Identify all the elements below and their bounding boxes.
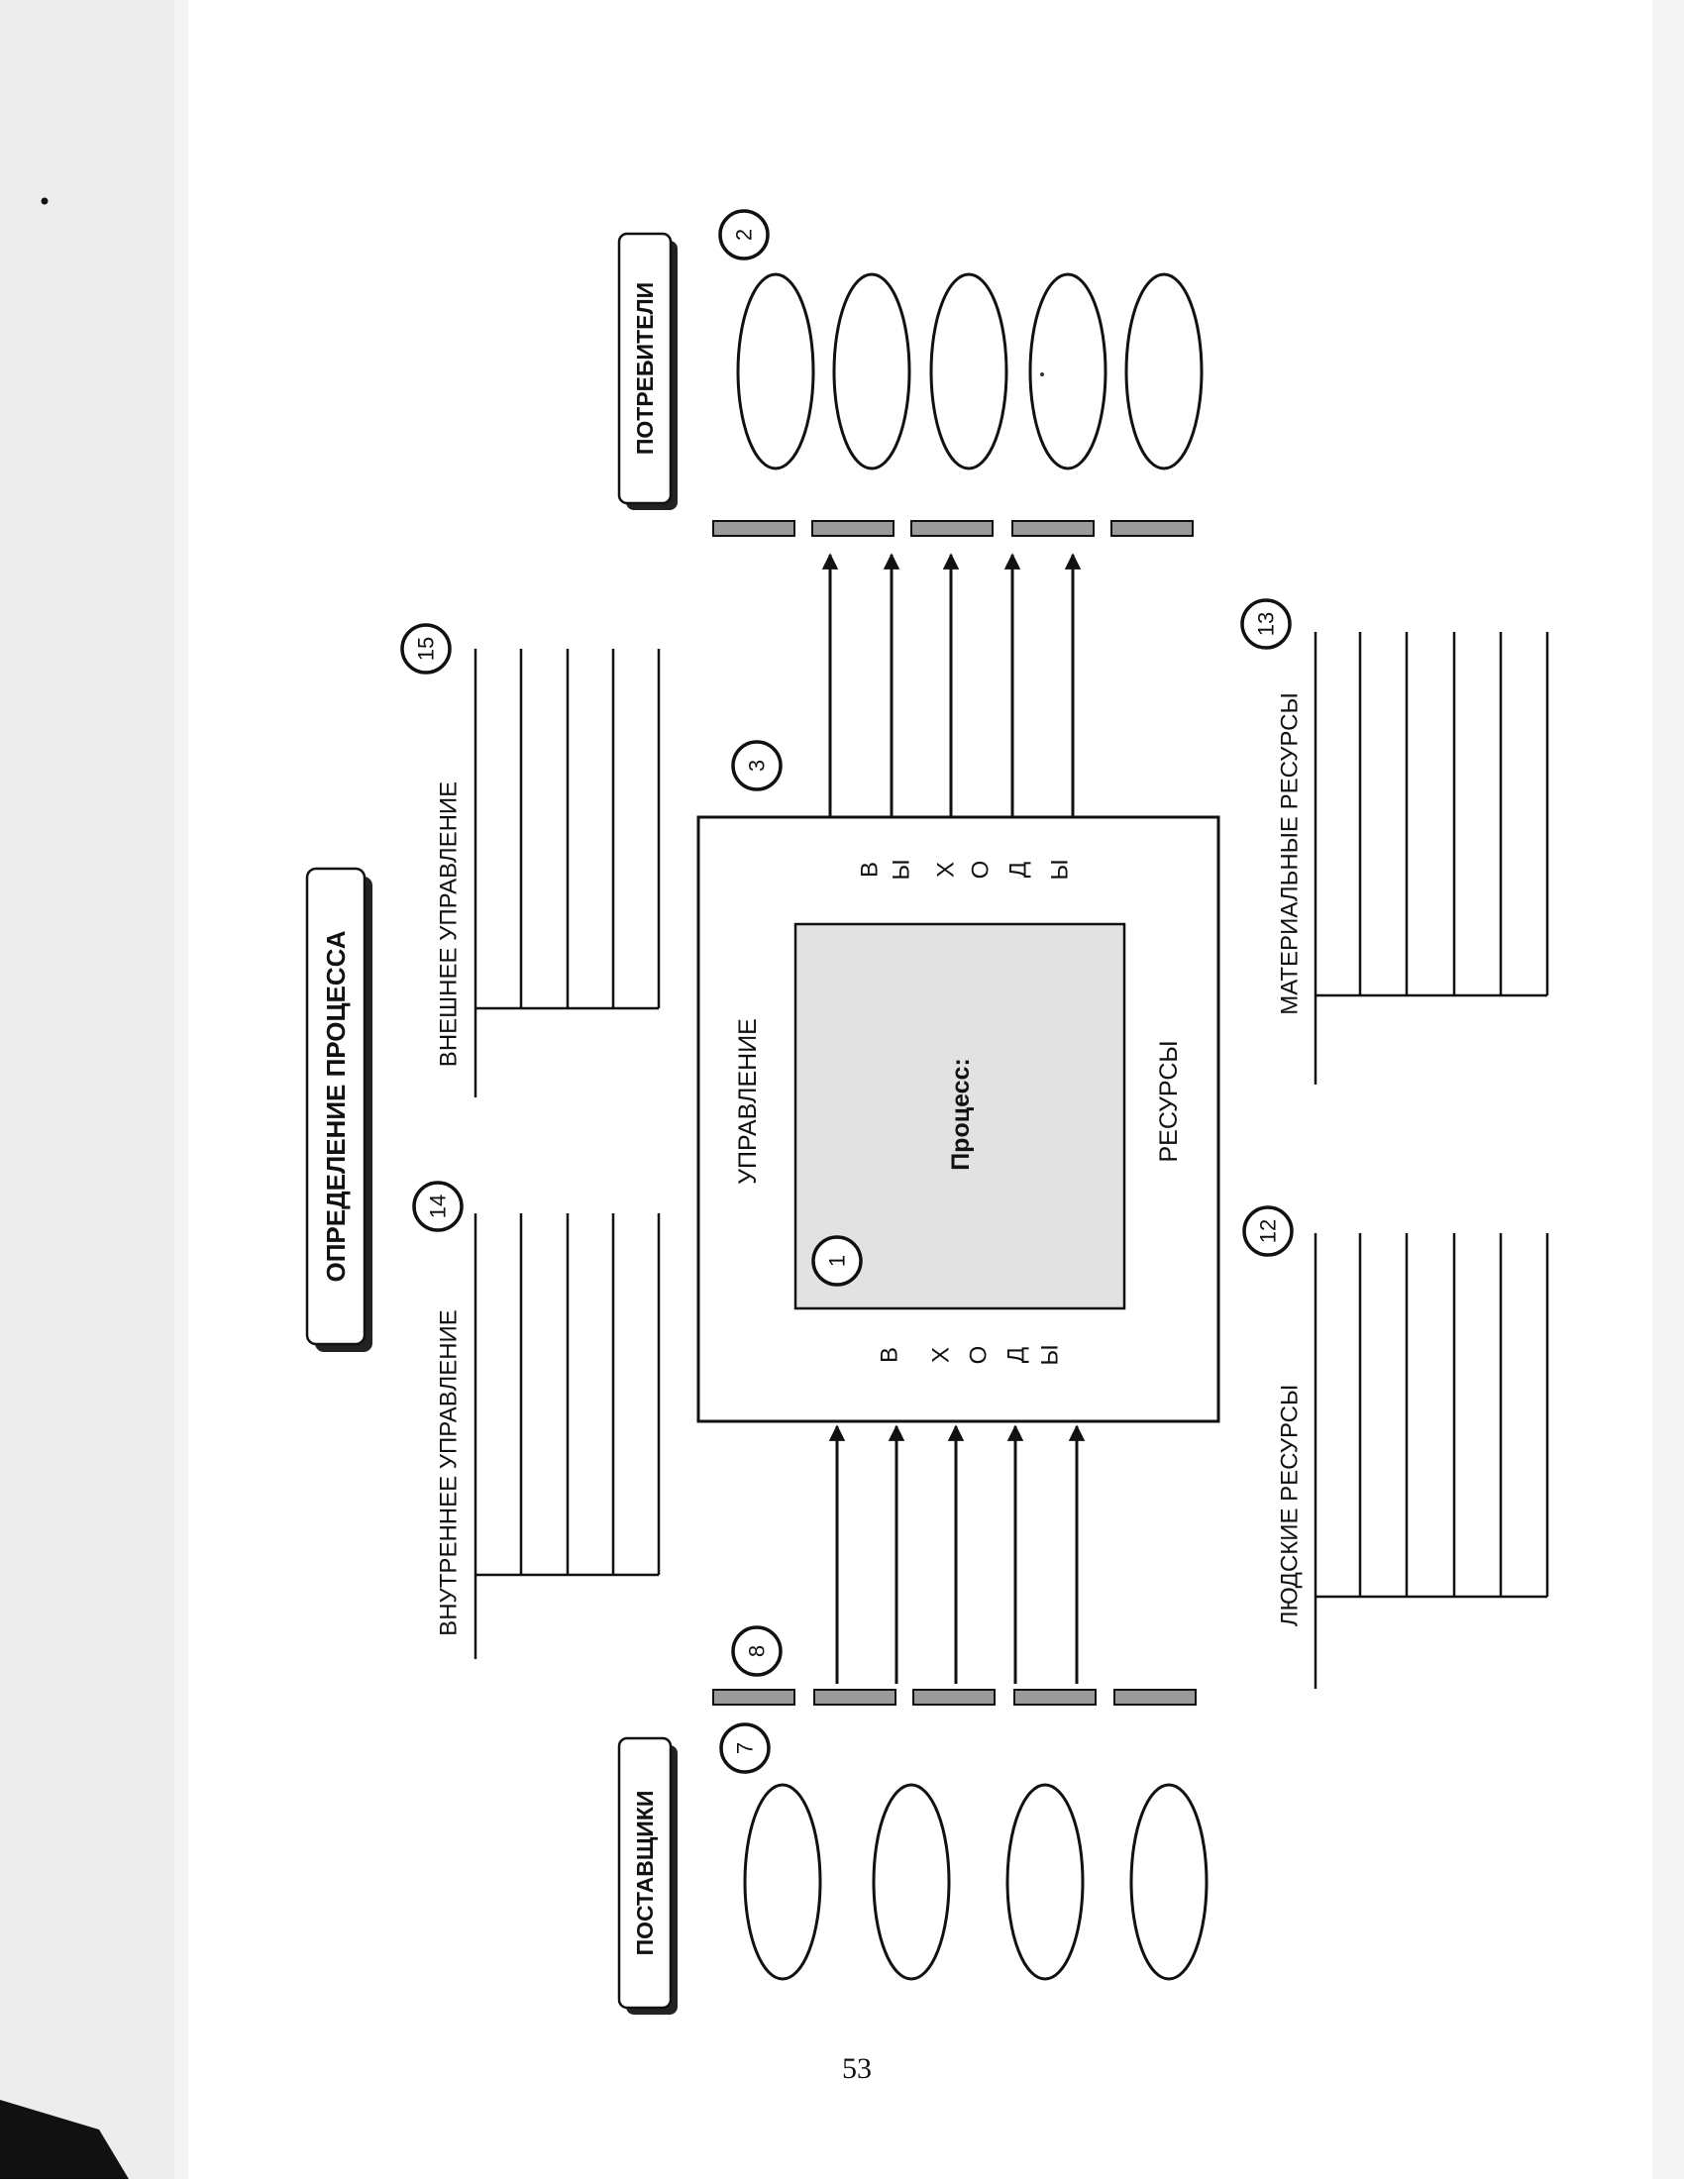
inputs-letter: Ы (1037, 1344, 1064, 1365)
process-label: Процесс: (947, 1058, 975, 1171)
title-frame (305, 867, 367, 1346)
suppliers-frame (617, 1736, 673, 2010)
outputs-letter: Х (933, 862, 960, 878)
internal-control-area: ВНУТРЕННЕЕ УПРАВЛЕНИЕ (436, 1213, 661, 1659)
outputs-letter: Д (1005, 862, 1032, 878)
marker-circle (811, 1235, 863, 1287)
marker-circle (1240, 598, 1292, 650)
marker-number: 14 (426, 1195, 451, 1218)
material-resources-label: МАТЕРИАЛЬНЫЕ РЕСУРСЫ (1277, 692, 1304, 1014)
consumers-label: ПОТРЕБИТЕЛИ (632, 282, 658, 455)
marker-14: 14 (412, 1181, 464, 1232)
input-bars (712, 1689, 1197, 1706)
diagram-title: ОПРЕДЕЛЕНИЕ ПРОЦЕССА (321, 930, 351, 1282)
number-markers: 2 15 3 13 14 1 12 8 (400, 209, 1294, 1774)
marker-number: 15 (414, 637, 439, 661)
input-bar (912, 1689, 996, 1706)
marker-circle (412, 1181, 464, 1232)
inputs-letter: О (966, 1346, 993, 1365)
marker-number: 7 (733, 1742, 758, 1754)
consumer-oval (929, 272, 1008, 470)
marker-12: 12 (1242, 1205, 1294, 1257)
internal-control-lines (474, 1213, 661, 1659)
consumer-oval (1028, 272, 1107, 470)
material-resources-area: МАТЕРИАЛЬНЫЕ РЕСУРСЫ (1277, 632, 1549, 1085)
internal-control-label: ВНУТРЕННЕЕ УПРАВЛЕНИЕ (436, 1309, 463, 1636)
scan-speck (41, 197, 49, 205)
control-label: УПРАВЛЕНИЕ (734, 1018, 762, 1185)
resources-label: РЕСУРСЫ (1155, 1040, 1183, 1162)
scan-left-shade-inner (0, 0, 174, 2179)
page-number: 53 (842, 2052, 872, 2085)
output-bar (811, 520, 895, 537)
human-resources-lines (1314, 1233, 1549, 1689)
consumers-frame (617, 232, 673, 505)
scan-corner-shadow (0, 2100, 129, 2179)
supplier-oval (743, 1783, 822, 1981)
marker-number: 1 (825, 1255, 850, 1267)
consumer-oval (1124, 272, 1204, 470)
output-bar (712, 520, 795, 537)
marker-circle (719, 1722, 771, 1774)
inputs-letter: Х (928, 1347, 955, 1363)
input-bar (1013, 1689, 1097, 1706)
supplier-oval (872, 1783, 951, 1981)
marker-number: 12 (1256, 1219, 1281, 1243)
marker-8: 8 (731, 1625, 783, 1677)
consumer-ovals (736, 272, 1204, 470)
marker-15: 15 (400, 623, 452, 675)
input-bar (1113, 1689, 1197, 1706)
marker-1: 1 (811, 1235, 863, 1287)
output-bar (910, 520, 994, 537)
human-resources-label: ЛЮДСКИЕ РЕСУРСЫ (1277, 1385, 1304, 1627)
outputs-letter: В (857, 862, 884, 878)
marker-circle (400, 623, 452, 675)
supplier-oval (1129, 1783, 1209, 1981)
suppliers-label: ПОСТАВЩИКИ (632, 1791, 658, 1956)
marker-number: 8 (745, 1645, 770, 1657)
inputs-letters: В Х О Д Ы (877, 1344, 1064, 1365)
external-control-area: ВНЕШНЕЕ УПРАВЛЕНИЕ (436, 649, 661, 1097)
external-control-lines (474, 649, 661, 1097)
scan-speck (1040, 372, 1044, 376)
suppliers-box: ПОСТАВЩИКИ (617, 1736, 678, 2015)
marker-circle (731, 1625, 783, 1677)
human-resources-area: ЛЮДСКИЕ РЕСУРСЫ (1277, 1233, 1549, 1689)
marker-circle (731, 740, 783, 791)
consumer-oval (736, 272, 815, 470)
output-arrows (821, 553, 1082, 817)
consumers-box: ПОТРЕБИТЕЛИ (617, 232, 678, 510)
marker-13: 13 (1240, 598, 1292, 650)
supplier-ovals (743, 1783, 1209, 1981)
outputs-letter: Ы (1047, 859, 1074, 880)
outputs-letter: О (968, 861, 995, 880)
input-arrows (828, 1424, 1086, 1684)
output-bar (1110, 520, 1194, 537)
input-bar (712, 1689, 795, 1706)
output-bars (712, 520, 1194, 537)
scan-right-shade (1652, 0, 1684, 2179)
marker-circle (1242, 1205, 1294, 1257)
marker-circle (718, 209, 770, 260)
input-bar (813, 1689, 896, 1706)
inputs-letter: В (877, 1347, 903, 1363)
outputs-letters: В Ы Х О Д Ы (857, 859, 1074, 880)
consumer-oval (832, 272, 911, 470)
title-box: ОПРЕДЕЛЕНИЕ ПРОЦЕССА (305, 867, 372, 1352)
output-bar (1011, 520, 1095, 537)
inputs-letter: Д (1003, 1347, 1030, 1363)
marker-2: 2 (718, 209, 770, 260)
marker-number: 2 (732, 229, 757, 241)
external-control-label: ВНЕШНЕЕ УПРАВЛЕНИЕ (436, 781, 463, 1067)
material-resources-lines (1314, 632, 1549, 1085)
marker-number: 13 (1254, 612, 1279, 636)
marker-7: 7 (719, 1722, 771, 1774)
marker-number: 3 (745, 760, 770, 772)
marker-3: 3 (731, 740, 783, 791)
supplier-oval (1005, 1783, 1085, 1981)
outputs-letter: Ы (889, 859, 915, 880)
